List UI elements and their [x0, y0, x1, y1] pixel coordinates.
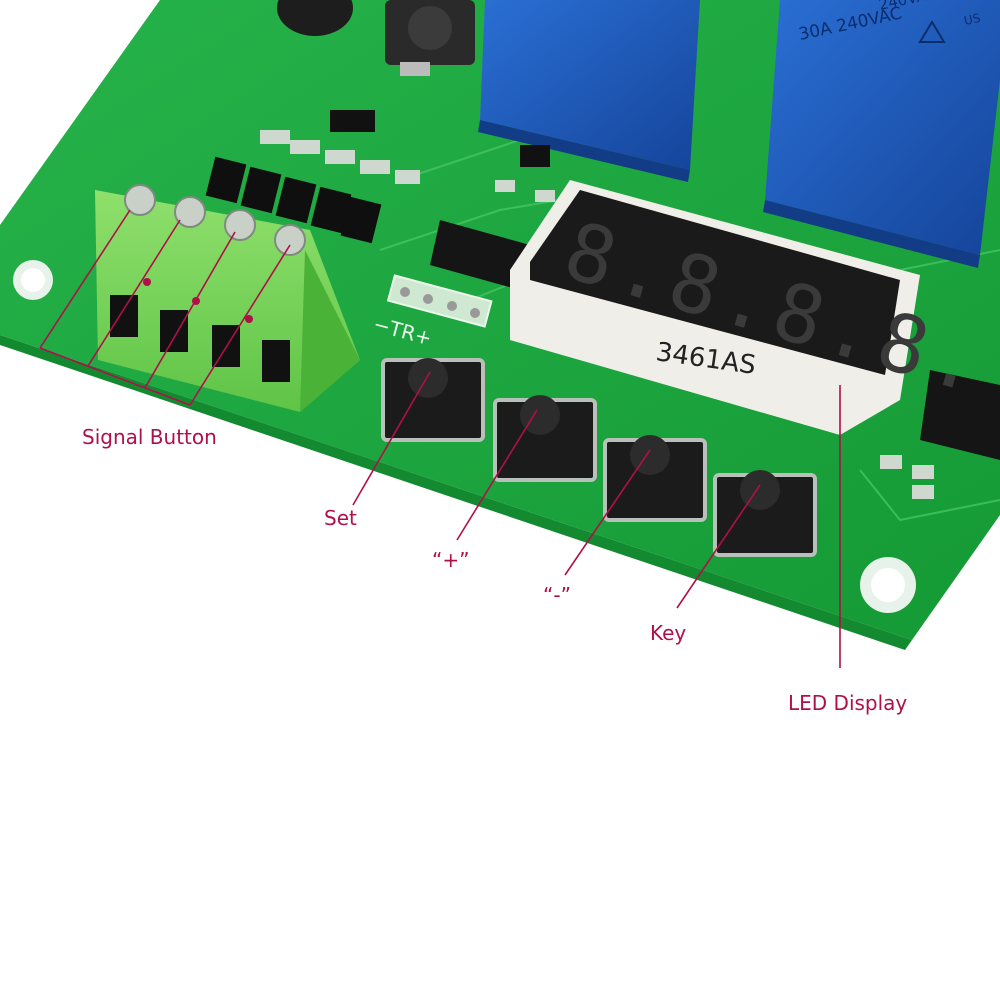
signal-button-label: Signal Button	[82, 425, 217, 449]
minus-label: “-”	[543, 583, 571, 607]
capacitor	[277, 0, 353, 36]
set-label: Set	[324, 506, 357, 530]
terminal-slot-4	[262, 340, 290, 382]
signal-line-4	[189, 244, 291, 406]
pcb-edge	[0, 335, 912, 650]
led-display-label: LED Display	[788, 691, 908, 715]
mounting-hole-right	[860, 557, 916, 613]
key-button-body	[713, 470, 817, 557]
callout-lines	[39, 209, 841, 668]
relay-1	[478, 0, 700, 182]
ic-chip-1	[430, 220, 530, 290]
plus-line	[456, 409, 538, 541]
warning-triangle-icon	[918, 20, 946, 43]
ic-chip-2	[920, 370, 1000, 460]
callout-dots	[143, 278, 253, 323]
terminal-screws	[124, 184, 306, 256]
set-button-body	[381, 358, 485, 442]
key-label: Key	[650, 621, 687, 645]
signal-bracket	[39, 347, 191, 406]
key-line	[676, 484, 761, 609]
signal-line-1	[39, 209, 131, 349]
smd-components	[260, 110, 934, 499]
minus-line	[564, 449, 651, 576]
mounting-hole-left	[13, 260, 53, 300]
terminal-slot-2	[160, 310, 188, 352]
signal-line-3	[144, 231, 236, 389]
minus-button-body	[603, 435, 707, 522]
set-line	[352, 371, 431, 506]
terminal-block	[95, 184, 360, 412]
relay-2: 30A 240VAC 240VAC US	[763, 0, 1000, 268]
signal-line-2	[87, 219, 181, 367]
plus-label: “+”	[432, 548, 470, 572]
terminal-slot-1	[110, 295, 138, 337]
plus-button-body	[493, 395, 597, 482]
relay-mark-text: US	[963, 11, 982, 28]
inductor	[385, 0, 475, 76]
resistor-array	[205, 156, 382, 244]
